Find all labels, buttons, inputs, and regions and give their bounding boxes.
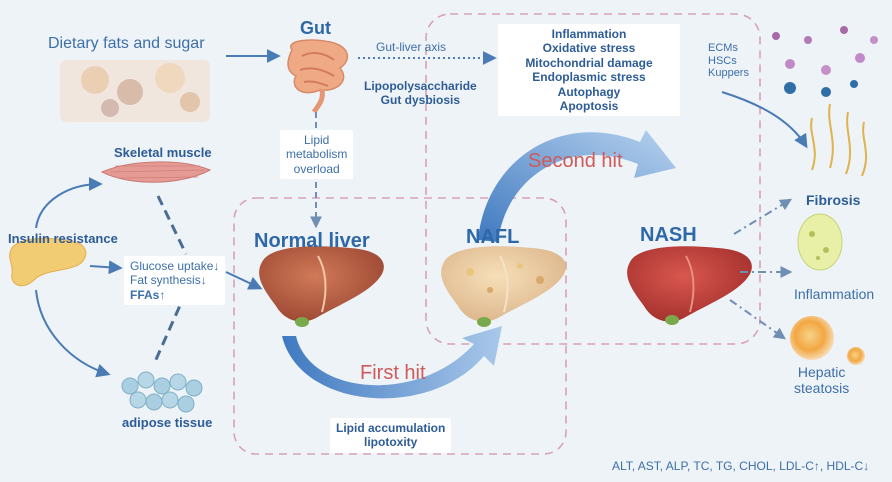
- stress-box-line: Oxidative stress: [542, 41, 636, 56]
- cell-label: Kuppers: [708, 67, 749, 80]
- pancreas-illustration: [9, 237, 87, 287]
- cell-label: HSCs: [708, 54, 737, 67]
- gut-box-line: Lipopolysaccharide: [364, 79, 477, 93]
- lipid-overload-box: Lipid metabolism overload: [280, 130, 354, 180]
- gut-box-line: Gut dysbiosis: [380, 93, 461, 108]
- arrow-to-adipose: [35, 289, 111, 378]
- stress-box: Inflammation Oxidative stress Mitochondr…: [498, 24, 680, 117]
- normal-liver-label: Normal liver: [254, 230, 370, 252]
- stress-box-line: Apoptosis: [559, 98, 619, 113]
- arrow-effects-to-liver: [225, 271, 263, 290]
- stress-box-line: Endoplasmic stress: [532, 70, 646, 85]
- lipid-box-line: Lipid: [304, 133, 330, 147]
- second-hit-label: Second hit: [528, 150, 623, 172]
- fibrosis-illustration: [810, 103, 867, 177]
- gut-box: Lipopolysaccharide Gut dysbiosis: [358, 76, 483, 111]
- inflammation-illustration: [797, 213, 843, 271]
- lipid-accumulation-box: Lipid accumulation lipotoxity: [330, 418, 452, 453]
- adipose-illustration: [121, 371, 203, 413]
- steatosis-line: Hepatic: [797, 364, 846, 380]
- gut-liver-axis-label: Gut-liver axis: [376, 40, 447, 54]
- biomarkers-label: ALT, AST, ALP, TC, TG, CHOL, LDL-C↑, HDL…: [612, 459, 870, 473]
- dietary-label: Dietary fats and sugar: [48, 35, 205, 52]
- effects-box: Glucose uptake↓ Fat synthesis↓ FFAs↑: [124, 256, 226, 306]
- nafl-liver-illustration: [441, 246, 566, 327]
- stress-box-line: Autophagy: [557, 84, 621, 99]
- insulin-resistance-label: Insulin resistance: [8, 231, 118, 246]
- food-illustration: [60, 60, 210, 122]
- cells-illustration: [772, 26, 878, 97]
- arrow-to-skeletal: [35, 177, 103, 229]
- arrow-nash-to-steatosis: [729, 299, 786, 340]
- adipose-tissue-label: adipose tissue: [122, 415, 213, 430]
- dash-skeletal-effects: [156, 195, 188, 255]
- first-hit-label: First hit: [360, 362, 426, 384]
- nafl-label: NAFL: [466, 226, 520, 248]
- effects-line: Glucose uptake↓: [130, 259, 220, 273]
- first-hit-arrow: [282, 326, 502, 399]
- first-hit-region: [233, 197, 567, 455]
- dash-effects-adipose: [152, 291, 188, 365]
- second-hit-arrow: [478, 130, 676, 242]
- skeletal-muscle-label: Skeletal muscle: [114, 145, 212, 160]
- hepatic-steatosis-label: Hepatic steatosis: [794, 364, 849, 396]
- lipid-acc-line: Lipid accumulation: [336, 421, 446, 435]
- effects-line: FFAs↑: [130, 287, 166, 302]
- steatosis-line: steatosis: [794, 380, 850, 397]
- nash-label: NASH: [640, 224, 697, 246]
- arrow-cells-to-fibrosis: [721, 91, 808, 149]
- inflammation-label: Inflammation: [794, 286, 875, 302]
- cell-label: ECMs: [708, 42, 738, 54]
- effects-line: Fat synthesis↓: [130, 273, 207, 288]
- steatosis-illustration: [790, 316, 865, 365]
- gut-illustration: [287, 39, 349, 114]
- skeletal-muscle-illustration: [100, 161, 212, 183]
- fibrosis-label: Fibrosis: [806, 192, 861, 208]
- lipid-box-line: overload: [293, 161, 340, 176]
- arrow-insulin-to-effects: [89, 260, 123, 275]
- second-hit-region: [425, 13, 761, 345]
- nash-liver-illustration: [627, 246, 752, 325]
- cells-list: ECMs HSCs Kuppers: [708, 42, 749, 80]
- lipid-acc-line: lipotoxity: [364, 435, 418, 450]
- lipid-box-line: metabolism: [286, 147, 348, 162]
- gut-label: Gut: [300, 18, 331, 38]
- stress-box-line: Mitochondrial damage: [525, 55, 653, 70]
- arrow-nash-to-fibrosis: [733, 198, 793, 235]
- normal-liver-illustration: [259, 246, 384, 327]
- stress-box-line: Inflammation: [551, 27, 627, 41]
